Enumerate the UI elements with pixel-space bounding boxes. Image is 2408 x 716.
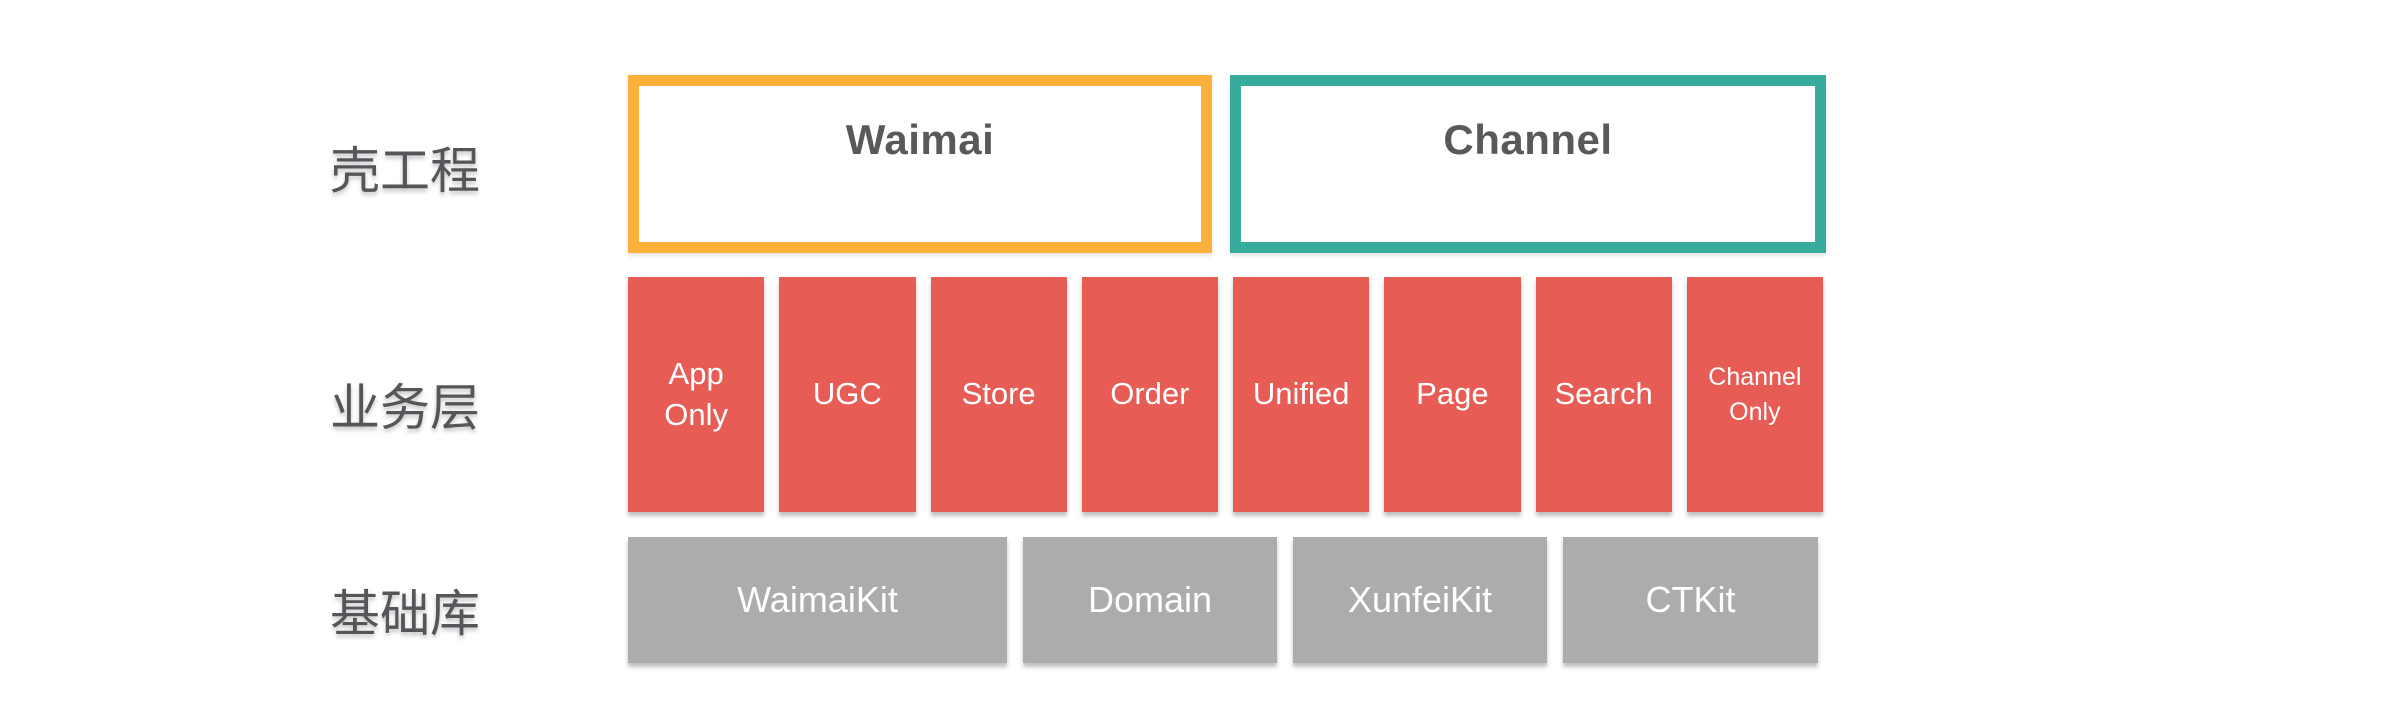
- foundation-layer-row: WaimaiKit Domain XunfeiKit CTKit: [628, 537, 1818, 663]
- foundation-layer-label: 基础库: [330, 586, 480, 642]
- business-box-unified: Unified: [1233, 277, 1370, 512]
- business-layer-row: App Only UGC Store Order Unified Page Se…: [628, 277, 1823, 512]
- business-box-app-only: App Only: [628, 277, 765, 512]
- business-box-page: Page: [1384, 277, 1521, 512]
- foundation-box-ctkit: CTKit: [1563, 537, 1818, 663]
- business-layer-label: 业务层: [330, 380, 480, 436]
- business-box-search: Search: [1535, 277, 1672, 512]
- shell-box-waimai: Waimai: [628, 75, 1212, 253]
- business-box-store: Store: [930, 277, 1067, 512]
- shell-layer-label: 壳工程: [330, 143, 480, 199]
- business-box-order: Order: [1081, 277, 1218, 512]
- shell-box-channel: Channel: [1230, 75, 1826, 253]
- foundation-box-domain: Domain: [1023, 537, 1277, 663]
- business-box-ugc: UGC: [779, 277, 916, 512]
- foundation-box-xunfeikit: XunfeiKit: [1293, 537, 1547, 663]
- business-box-channel-only: Channel Only: [1686, 277, 1823, 512]
- foundation-box-waimaikit: WaimaiKit: [628, 537, 1007, 663]
